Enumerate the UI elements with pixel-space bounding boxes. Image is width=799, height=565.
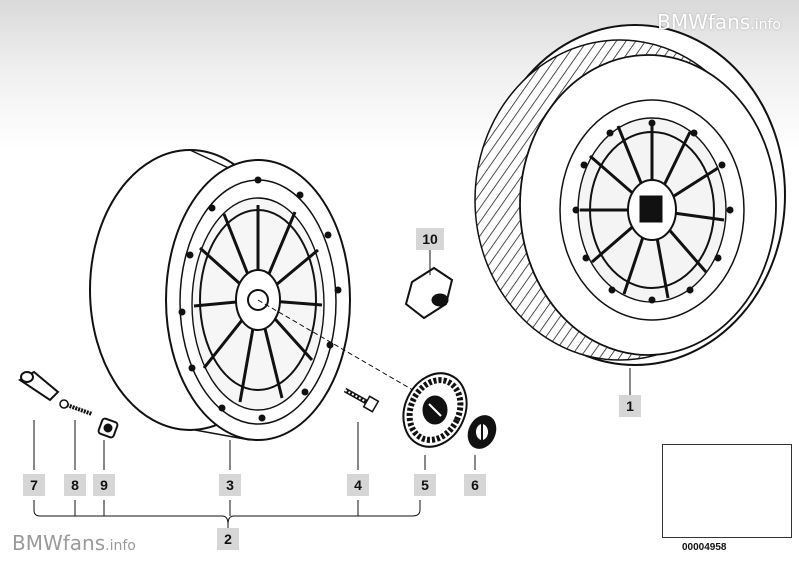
rim-bolts-1	[572, 119, 734, 304]
brand-watermark-bottom: BMWfans.info	[12, 531, 136, 555]
brand-watermark-top: BMWfans.info	[657, 10, 781, 34]
hub-cap	[402, 372, 468, 448]
callout-9[interactable]: 9	[93, 474, 115, 496]
diagram-reference-number: 00004958	[682, 542, 727, 553]
callout-7[interactable]: 7	[23, 474, 45, 496]
rim-bolts-3	[178, 176, 342, 422]
leader-lines	[33, 250, 631, 530]
valve-cap	[97, 417, 119, 439]
callout-2[interactable]: 2	[217, 528, 239, 550]
callout-3[interactable]: 3	[219, 474, 241, 496]
reference-vehicle-box	[662, 444, 792, 538]
callout-1[interactable]: 1	[619, 395, 641, 417]
valve-stem	[18, 370, 60, 402]
light-alloy-rim	[89, 149, 351, 441]
complete-wheel-tyre	[474, 24, 786, 366]
callout-5[interactable]: 5	[414, 474, 436, 496]
callout-10[interactable]: 10	[416, 228, 444, 250]
valve-insert	[59, 399, 93, 416]
callout-4[interactable]: 4	[347, 474, 369, 496]
emblem	[467, 415, 497, 449]
centre-nut	[404, 266, 454, 320]
assembly-axis-line	[257, 299, 431, 401]
callout-6[interactable]: 6	[464, 474, 486, 496]
callout-8[interactable]: 8	[64, 474, 86, 496]
wheel-bolt	[343, 387, 380, 413]
